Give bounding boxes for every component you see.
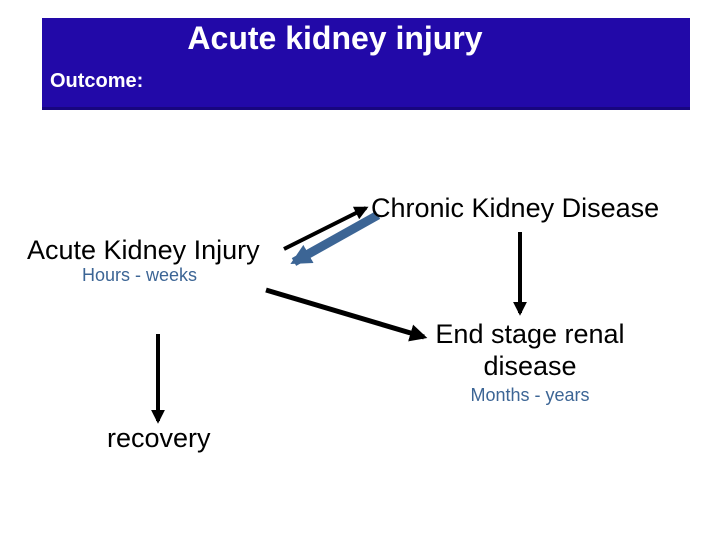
node-end-stage-renal-disease: End stage renal disease Months - years [428, 318, 632, 406]
aki-duration-label: Hours - weeks [82, 265, 198, 285]
arrow-aki-to-esrd [265, 287, 428, 342]
arrow-ckd-to-aki [290, 211, 381, 266]
node-recovery: recovery [107, 423, 211, 453]
outcome-label: Outcome: [50, 70, 144, 92]
esrd-duration-label: Months - years [470, 384, 590, 405]
node-acute-kidney-injury: Acute Kidney Injury [27, 235, 260, 265]
node-chronic-kidney-disease: Chronic Kidney Disease [371, 193, 660, 223]
esrd-label-line1: End stage renal [435, 319, 625, 349]
title-banner: Acute kidney injury Outcome: [42, 18, 690, 110]
esrd-label-line2: disease [483, 351, 577, 382]
arrow-aki-to-ckd [283, 206, 369, 251]
slide-title: Acute kidney injury [187, 20, 483, 56]
